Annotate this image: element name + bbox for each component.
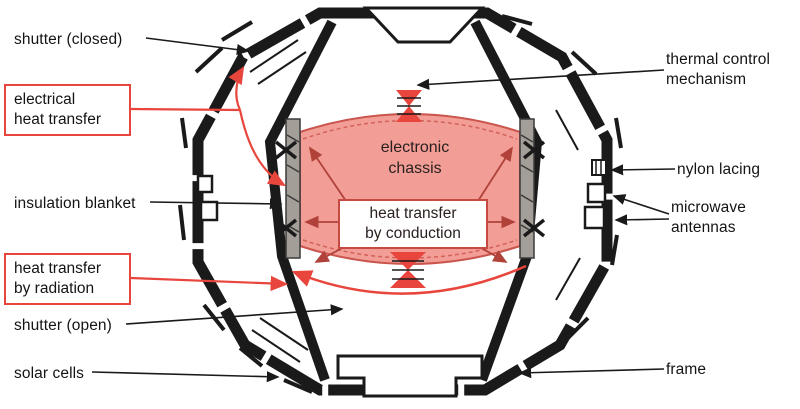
- thermal-accordion-bottom: [390, 252, 426, 288]
- label-insulation-blanket: insulation blanket: [14, 195, 136, 212]
- label-thermal-control-mechanism: thermal control mechanism: [666, 51, 771, 88]
- top-hatch: [362, 6, 486, 44]
- label-shutter-closed: shutter (closed): [14, 31, 123, 48]
- nylon-lacing-bracket: [591, 159, 607, 176]
- label-microwave-antennas: microwave antennas: [671, 199, 746, 236]
- radiation-arc: [291, 264, 527, 295]
- label-solar-cells: solar cells: [14, 365, 85, 382]
- microwave-antenna-squares: [196, 174, 607, 230]
- label-heat-transfer-by-radiation: heat transfer by radiation: [4, 253, 131, 306]
- shutter-blades: [249, 39, 581, 363]
- label-electrical-heat-transfer: electrical heat transfer: [4, 84, 131, 137]
- label-shutter-open: shutter (open): [14, 317, 112, 334]
- lacing-clamps: [274, 140, 546, 238]
- heat-transfer-by-conduction-box: heat transfer by conduction: [338, 199, 488, 250]
- red-label-arrows: [130, 66, 289, 292]
- frame-ring: [192, 7, 613, 396]
- conduction-arrows: [304, 146, 516, 263]
- label-frame: frame: [666, 361, 707, 378]
- leader-lines: [91, 37, 676, 383]
- electronic-chassis-title: electronic chassis: [380, 139, 450, 177]
- thermal-accordion-top: [396, 90, 422, 122]
- label-nylon-lacing: nylon lacing: [677, 161, 761, 178]
- bottom-foot: [336, 354, 484, 398]
